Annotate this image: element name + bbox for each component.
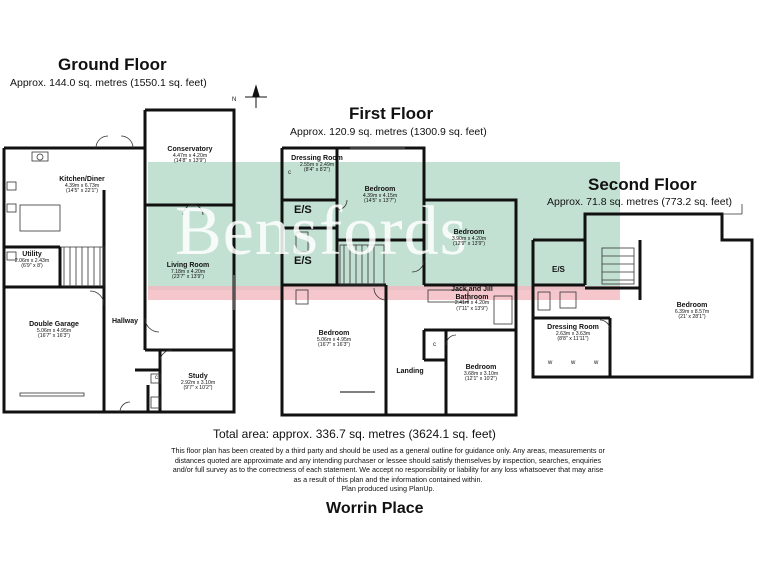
wardrobe-symbol-2: w: [571, 360, 576, 366]
ground-floor-walls: [2, 108, 236, 414]
cupboard-symbol-first-1: c: [288, 170, 291, 176]
first-floor-details: [295, 147, 513, 393]
wardrobe-symbol-1: w: [548, 360, 553, 366]
compass-icon: N: [232, 84, 267, 108]
second-floor-title: Second Floor: [588, 175, 697, 194]
room-landing: Landing: [396, 368, 424, 375]
room-hallway: Hallway: [111, 318, 139, 325]
ground-floor-area: Approx. 144.0 sq. metres (1550.1 sq. fee…: [10, 77, 207, 89]
first-floor-area: Approx. 120.9 sq. metres (1300.9 sq. fee…: [290, 126, 487, 138]
cupboard-symbol-first-2: c: [433, 342, 436, 348]
second-floor-area: Approx. 71.8 sq. metres (773.2 sq. feet): [547, 196, 733, 208]
disclaimer: This floor plan has been created by a th…: [118, 446, 658, 494]
first-floor-title: First Floor: [349, 104, 434, 123]
total-area: Total area: approx. 336.7 sq. metres (36…: [213, 427, 496, 441]
cupboard-symbol: c: [155, 375, 158, 381]
ensuite-label-second: E/S: [552, 265, 565, 274]
ground-floor-title: Ground Floor: [58, 55, 167, 74]
ground-floor-details: [6, 135, 235, 413]
second-floor-details: [537, 204, 743, 331]
disclaimer-line: as a result of this plan and the informa…: [293, 474, 483, 484]
property-name: Worrin Place: [326, 500, 424, 517]
watermark-stripe: [148, 286, 620, 300]
disclaimer-line: Plan produced using PlanUp.: [341, 484, 435, 493]
ensuite-label-first-1: E/S: [294, 204, 312, 216]
disclaimer-line: distances quoted are approximate and any…: [174, 455, 602, 465]
watermark-text: Bensfords: [175, 193, 468, 270]
wardrobe-symbol-3: w: [594, 360, 599, 366]
disclaimer-line: This floor plan has been created by a th…: [171, 446, 605, 455]
disclaimer-line: and/or full survey as to the correctness…: [172, 465, 604, 474]
ensuite-label-first-2: E/S: [294, 255, 312, 267]
svg-text:N: N: [232, 97, 236, 103]
